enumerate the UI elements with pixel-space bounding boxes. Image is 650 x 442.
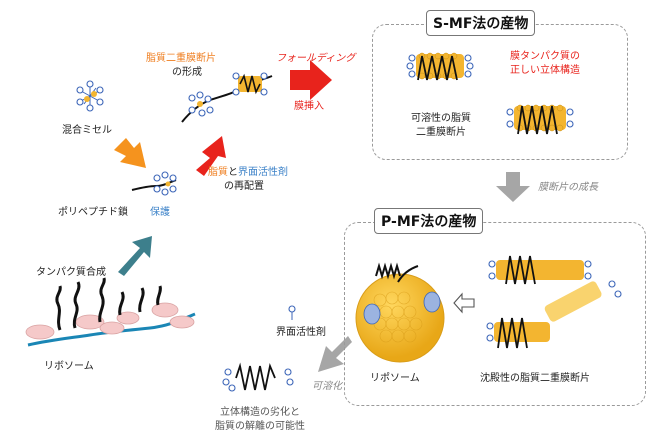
growth-label: 膜断片の成長 bbox=[538, 182, 598, 193]
teal-arrow-icon bbox=[118, 236, 152, 276]
surfactant-word: 界面活性剤 bbox=[238, 167, 288, 178]
surfactant-label: 界面活性剤 bbox=[276, 327, 326, 338]
correct-structure-label-1: 膜タンパク質の bbox=[510, 51, 580, 62]
and-word: と bbox=[228, 167, 238, 178]
lipid-word: 脂質 bbox=[208, 167, 228, 178]
gray-arrow-downleft-icon bbox=[318, 336, 352, 372]
degraded-protein-icon bbox=[222, 362, 294, 392]
ribosome-label: リボソーム bbox=[44, 361, 94, 372]
red-arrow-up-icon bbox=[196, 136, 226, 176]
smf-box-title: S-MF法の産物 bbox=[426, 10, 536, 36]
precipitate-fragment-bent-icon bbox=[486, 280, 622, 349]
orange-arrow-icon bbox=[114, 138, 146, 168]
liposome-icon bbox=[355, 262, 445, 363]
solubilization-label: 可溶化 bbox=[312, 381, 342, 392]
membrane-insertion-label: 膜挿入 bbox=[294, 101, 324, 112]
precipitate-label: 沈殿性の脂質二重膜断片 bbox=[480, 373, 590, 384]
bilayer-fragment-label: 脂質二重膜断片 bbox=[146, 53, 216, 64]
hollow-arrow-left-icon bbox=[453, 292, 475, 314]
gray-arrow-down-icon bbox=[496, 172, 530, 202]
polypeptide-label: ポリペプチド鎖 bbox=[58, 207, 128, 218]
degradation-label-1: 立体構造の劣化と bbox=[220, 407, 300, 418]
rearrangement-suffix: の再配置 bbox=[224, 181, 264, 192]
soluble-fragment-icon bbox=[406, 52, 474, 81]
protein-synthesis-label: タンパク質合成 bbox=[36, 267, 106, 278]
formation-label: の形成 bbox=[172, 67, 202, 78]
correct-structure-icon bbox=[506, 104, 574, 135]
protected-polypeptide-icon bbox=[131, 171, 177, 196]
precipitate-fragment-top-icon bbox=[488, 255, 592, 285]
folding-label: フォールディング bbox=[276, 53, 356, 64]
degradation-label-2: 脂質の解離の可能性 bbox=[215, 421, 305, 432]
rearrangement-label: 脂質と界面活性剤 bbox=[208, 166, 288, 179]
mixed-micelle-label: 混合ミセル bbox=[62, 125, 112, 136]
soluble-label-2: 二重膜断片 bbox=[416, 127, 466, 138]
red-arrow-right-icon bbox=[290, 60, 332, 100]
smf-box bbox=[372, 24, 628, 160]
ribosome-cluster-icon bbox=[25, 277, 196, 347]
liposome-label: リポソーム bbox=[370, 373, 420, 384]
pmf-box-title: P-MF法の産物 bbox=[374, 208, 484, 234]
surfactant-icon bbox=[288, 305, 296, 320]
fragment-formation-icon bbox=[181, 72, 273, 123]
correct-structure-label-2: 正しい立体構造 bbox=[510, 65, 580, 76]
mixed-micelle-icon bbox=[76, 80, 104, 112]
protection-label: 保護 bbox=[150, 207, 170, 218]
soluble-label-1: 可溶性の脂質 bbox=[411, 113, 471, 124]
pmf-box bbox=[344, 222, 646, 406]
